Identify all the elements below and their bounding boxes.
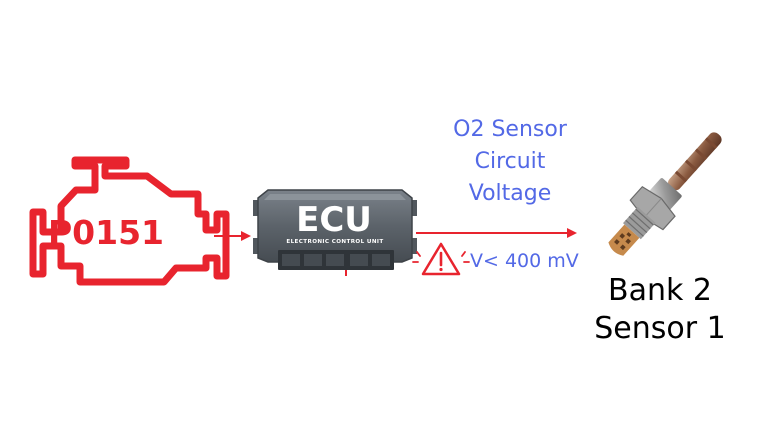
sensor-thread — [622, 206, 656, 240]
signal-label-line-2: Circuit — [474, 149, 546, 174]
sensor-location-line-1: Bank 2 — [608, 273, 712, 308]
sensor-wire-tube — [667, 132, 722, 191]
sensor-tip — [608, 224, 640, 256]
sensor-tube-bands — [674, 137, 718, 183]
engine-outline — [29, 156, 230, 286]
sensor-tip-holes — [614, 232, 632, 251]
sensor-thread-lines — [625, 208, 654, 237]
signal-label-line-3: Voltage — [468, 181, 552, 206]
warning-icon — [412, 242, 470, 276]
ecu-title: ECU — [296, 200, 372, 240]
ecu-bevel — [264, 194, 406, 200]
sensor-collar — [649, 178, 682, 211]
sensor-location-line-2: Sensor 1 — [594, 311, 726, 346]
oxygen-sensor-icon — [608, 132, 722, 256]
sensor-location-label: Bank 2 Sensor 1 — [570, 272, 750, 348]
engine-code-label: P0151 — [48, 213, 164, 252]
voltage-threshold-label: V< 400 mV — [470, 250, 579, 272]
signal-label-line-1: O2 Sensor — [453, 117, 567, 142]
check-engine-icon: P0151 — [29, 156, 230, 286]
ecu-connector-pins — [282, 254, 390, 266]
ecu-subtitle: ELECTRONIC CONTROL UNIT — [286, 239, 383, 245]
ecu-module-icon: ECU ELECTRONIC CONTROL UNIT — [253, 189, 417, 276]
ecu-housing — [257, 189, 413, 263]
signal-label: O2 Sensor Circuit Voltage — [420, 114, 600, 210]
